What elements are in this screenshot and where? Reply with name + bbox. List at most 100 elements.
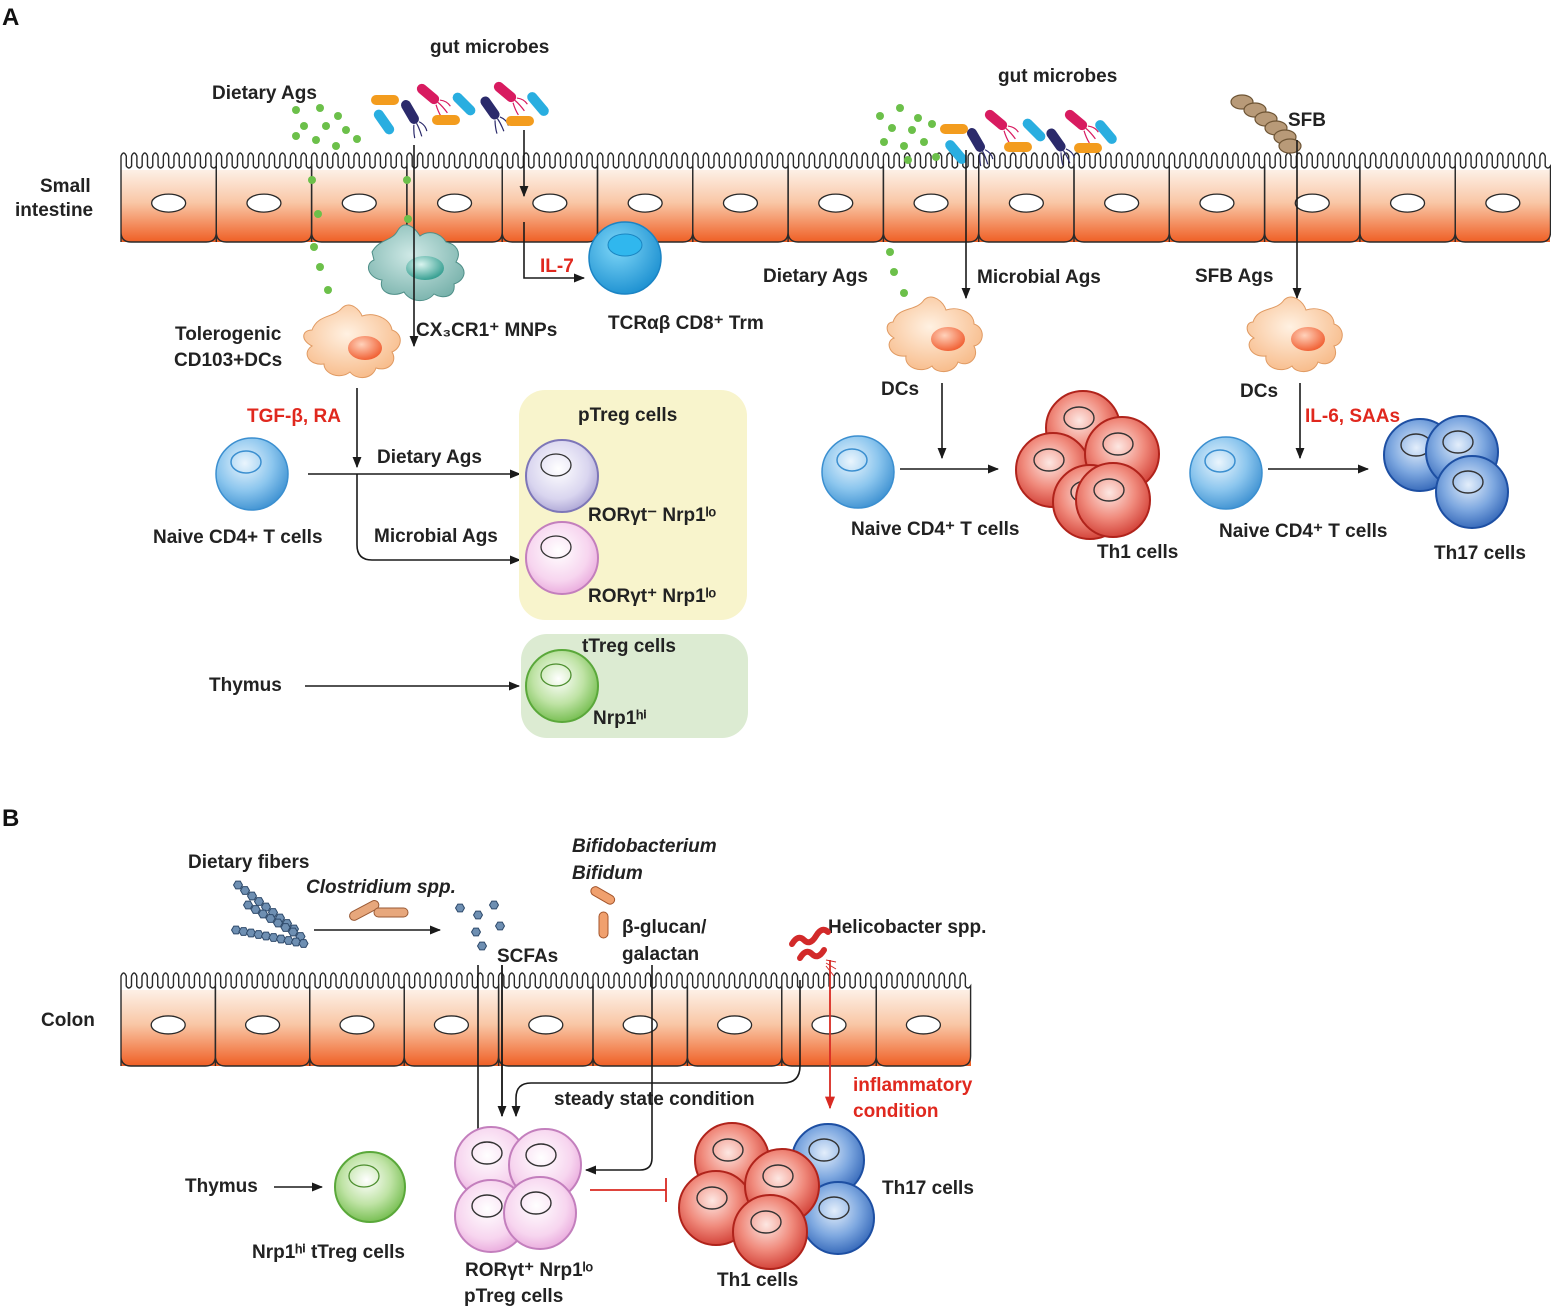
thymus-label-b: Thymus bbox=[185, 1176, 258, 1197]
dietary-antigen-dot bbox=[292, 106, 300, 114]
clostridium-label: Clostridium spp. bbox=[306, 877, 456, 898]
epithelial-cell bbox=[403, 972, 500, 1067]
cell-nucleus bbox=[905, 1015, 942, 1035]
fiber-hexagon bbox=[476, 941, 488, 951]
scfas-label: SCFAs bbox=[497, 946, 558, 967]
naive-cd4-cell-middle bbox=[821, 435, 895, 509]
gut-microbes-left-icon bbox=[371, 81, 549, 139]
colon-epithelium bbox=[120, 972, 972, 1067]
fiber-hexagon bbox=[250, 905, 261, 914]
epithelial-cell bbox=[120, 152, 217, 243]
cell-nucleus bbox=[913, 193, 949, 213]
nrp1hi-label: Nrp1ʰⁱ bbox=[593, 708, 647, 729]
bifidobacterium-label-1: Bifidobacterium bbox=[572, 836, 717, 857]
dietary-antigen-dot bbox=[404, 215, 412, 223]
epithelial-cell bbox=[882, 152, 980, 243]
sfb-segment bbox=[1278, 138, 1302, 154]
epithelial-cell bbox=[692, 152, 789, 243]
rorgt-positive-treg-cell bbox=[525, 521, 599, 595]
tolerogenic-dc-cell bbox=[303, 304, 401, 378]
dietary-ags-label: Dietary Ags bbox=[212, 83, 317, 104]
epithelial-cell bbox=[592, 972, 689, 1067]
dcs-mid-label: DCs bbox=[881, 379, 919, 400]
dietary-antigen-dot bbox=[920, 138, 928, 146]
fiber-hexagon bbox=[272, 918, 284, 928]
naive-cd4-label-left: Naive CD4+ T cells bbox=[153, 527, 323, 548]
dietary-ags-right-label: Dietary Ags bbox=[763, 266, 868, 287]
epithelial-cell bbox=[310, 152, 408, 243]
colon-label: Colon bbox=[41, 1010, 95, 1031]
ttreg-label-b: Nrp1ʰⁱ tTreg cells bbox=[252, 1242, 405, 1263]
dietary-antigen-dot bbox=[904, 156, 912, 164]
il7-label: IL-7 bbox=[540, 256, 574, 277]
dietary-antigen-dot bbox=[314, 210, 322, 218]
fiber-hexagon bbox=[239, 886, 251, 895]
dietary-antigen-dot bbox=[928, 120, 936, 128]
gut-microbes-label-right: gut microbes bbox=[998, 66, 1117, 87]
fiber-hexagon bbox=[275, 934, 287, 944]
dietary-fibers-icon bbox=[230, 880, 309, 948]
dietary-antigen-dot bbox=[332, 142, 340, 150]
microbe-rod bbox=[432, 115, 460, 125]
epithelial-cell bbox=[1263, 152, 1361, 243]
fiber-hexagon bbox=[260, 931, 272, 941]
tolerogenic-label-2: CD103+DCs bbox=[174, 350, 282, 371]
panel-a-label: A bbox=[2, 4, 19, 31]
inhibition-arrow bbox=[590, 1178, 667, 1202]
dietary-antigen-dot bbox=[900, 289, 908, 297]
dc-cell-middle bbox=[886, 296, 983, 372]
small-intestine-label-1: Small bbox=[40, 176, 91, 197]
dietary-antigen-dot bbox=[324, 286, 332, 294]
epithelial-cell bbox=[120, 972, 217, 1067]
dc-cell-right bbox=[1246, 296, 1343, 372]
fiber-hexagon bbox=[472, 910, 484, 920]
panel-b-label: B bbox=[2, 805, 19, 832]
trm-label: TCRαβ CD8⁺ Trm bbox=[608, 313, 764, 334]
dietary-antigen-dot bbox=[300, 122, 308, 130]
cell-nucleus bbox=[811, 1015, 847, 1035]
th1-cell-nucleus bbox=[696, 1186, 728, 1210]
trm-cell bbox=[588, 221, 662, 295]
cell-nucleus bbox=[150, 1015, 186, 1035]
fiber-hexagon bbox=[246, 891, 258, 901]
dietary-antigen-dot bbox=[888, 124, 896, 132]
cell-nucleus bbox=[150, 193, 187, 213]
epithelial-cell bbox=[501, 152, 599, 243]
th1-cells-b bbox=[678, 1122, 820, 1270]
th1-cell-nucleus bbox=[1063, 406, 1095, 430]
th1-label-b: Th1 cells bbox=[717, 1270, 798, 1291]
cell-nucleus bbox=[627, 193, 663, 213]
epithelial-cell bbox=[406, 152, 503, 243]
epithelial-cell bbox=[781, 972, 877, 1067]
cell-nucleus bbox=[1485, 193, 1521, 213]
dietary-antigen-dot bbox=[334, 112, 342, 120]
thymus-label-a: Thymus bbox=[209, 675, 282, 696]
microbe-rod bbox=[1022, 118, 1046, 142]
dietary-antigen-dot bbox=[876, 112, 884, 120]
microbe-rod bbox=[371, 95, 399, 105]
fiber-hexagon bbox=[257, 909, 269, 919]
dietary-fibers-label: Dietary fibers bbox=[188, 852, 309, 873]
epithelial-cell bbox=[214, 972, 311, 1067]
cell-nucleus bbox=[244, 1015, 281, 1035]
ptreg-cell-nucleus bbox=[471, 1141, 503, 1165]
epithelial-cell bbox=[1454, 152, 1551, 243]
small-intestine-epithelium bbox=[120, 152, 1551, 243]
naive-cd4-cell-right bbox=[1189, 436, 1263, 510]
ttreg-cell bbox=[525, 649, 599, 723]
flagellated-bacterium bbox=[984, 109, 1019, 144]
cell-nucleus bbox=[532, 193, 568, 213]
dcs-right-label: DCs bbox=[1240, 381, 1278, 402]
ptreg-cell-nucleus bbox=[520, 1191, 552, 1215]
cell-nucleus bbox=[246, 193, 282, 213]
tolerogenic-label-1: Tolerogenic bbox=[175, 324, 282, 345]
il6-saa-label: IL-6, SAAs bbox=[1305, 406, 1400, 427]
rorgt-negative-label: RORγt⁻ Nrp1ˡᵒ bbox=[588, 505, 716, 526]
epithelial-cell bbox=[978, 152, 1075, 243]
fiber-hexagon bbox=[454, 903, 466, 913]
fiber-hexagon bbox=[290, 937, 302, 947]
epithelial-cell bbox=[787, 152, 885, 243]
naive-cd4-cell-left bbox=[215, 437, 289, 511]
helicobacter-steady-arrow bbox=[511, 980, 801, 1118]
